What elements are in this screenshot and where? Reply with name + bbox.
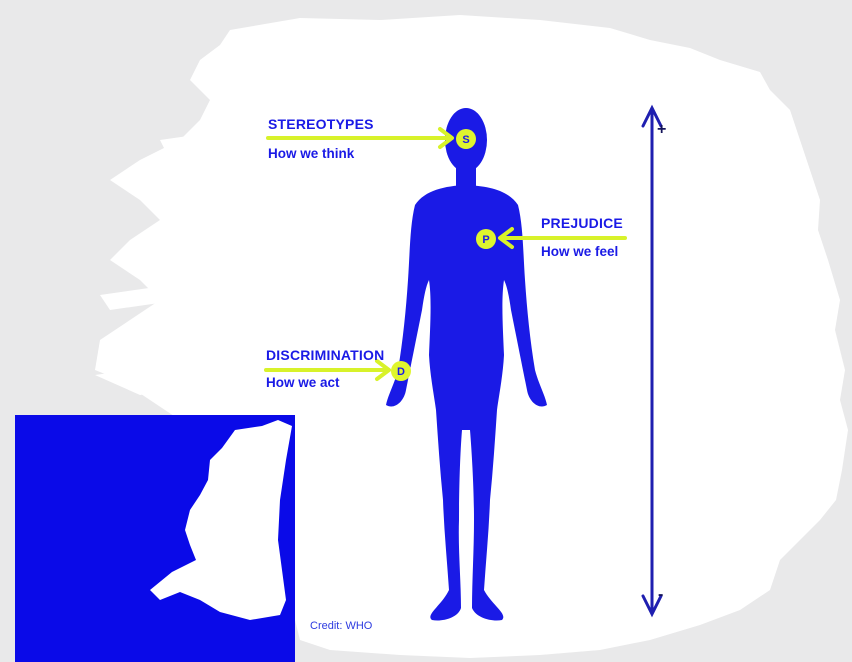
stereotypes-marker: S — [456, 129, 476, 149]
image-credit: Credit: WHO — [310, 620, 372, 632]
prejudice-marker: P — [476, 229, 496, 249]
discrimination-marker: D — [391, 361, 411, 381]
scale-minus-label: - — [658, 586, 663, 604]
prejudice-marker-letter: P — [482, 234, 489, 246]
prejudice-heading: PREJUDICE — [541, 215, 623, 231]
prejudice-subtitle: How we feel — [541, 244, 618, 259]
stereotypes-heading: STEREOTYPES — [268, 116, 374, 132]
stereotypes-marker-letter: S — [462, 134, 469, 146]
stereotypes-subtitle: How we think — [268, 146, 354, 161]
discrimination-marker-letter: D — [397, 366, 405, 378]
discrimination-subtitle: How we act — [266, 375, 340, 390]
blue-inset-block — [15, 415, 295, 662]
discrimination-heading: DISCRIMINATION — [266, 347, 384, 363]
scale-plus-label: + — [657, 121, 666, 139]
